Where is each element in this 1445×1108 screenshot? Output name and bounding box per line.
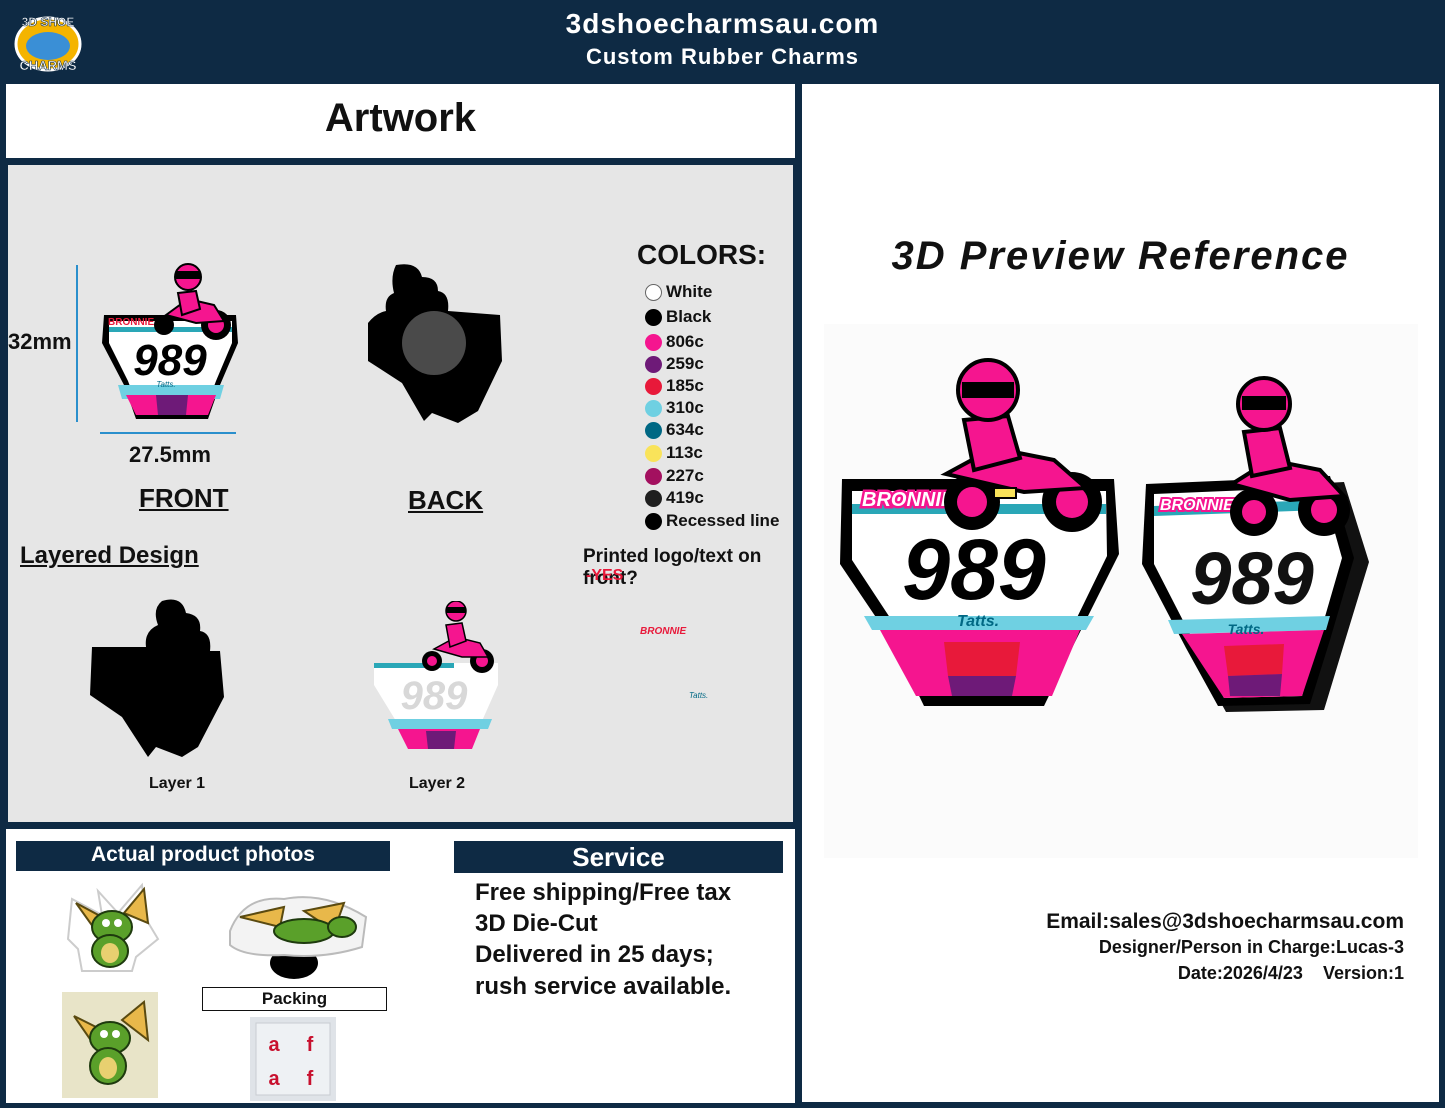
color-swatch xyxy=(645,421,662,439)
color-name: 634c xyxy=(666,420,704,439)
color-item: 227c xyxy=(645,465,704,487)
artwork-title: Artwork xyxy=(324,96,477,140)
color-name: 806c xyxy=(666,332,704,351)
preview-3d-image: BRONNIE 989 Tatts. BRONNIE 989 Tatts. xyxy=(824,324,1418,858)
logo-text-top: 3D SHOE xyxy=(22,15,75,29)
width-dimension-label: 27.5mm xyxy=(129,442,211,467)
color-item: White xyxy=(645,281,712,303)
site-title: 3dshoecharmsau.com xyxy=(565,8,880,39)
printed-sample-name: BRONNIE xyxy=(640,626,687,637)
photos-heading: Actual product photos xyxy=(16,841,390,871)
photo-dragon-packed xyxy=(62,992,158,1098)
preview-panel: 3D Preview Reference BRONNIE 989 Tatts. xyxy=(802,84,1439,1102)
date-info: Date:2026/4/23 xyxy=(1177,963,1303,983)
brand-logo: 3D SHOE CHARMS xyxy=(14,15,82,73)
header-bar xyxy=(0,0,1445,82)
color-item: Black xyxy=(645,306,711,328)
preview-front-sponsor: Tatts. xyxy=(957,613,999,630)
color-swatch xyxy=(645,333,662,351)
color-swatch xyxy=(645,512,662,530)
color-name: 113c xyxy=(666,443,703,462)
printed-question: Printed logo/text on front? xyxy=(583,546,762,589)
color-name: Black xyxy=(666,307,712,326)
service-line-3: Delivered in 25 days; xyxy=(475,941,714,968)
color-item: 806c xyxy=(645,331,704,353)
width-dimension-line xyxy=(100,432,236,434)
color-swatch xyxy=(645,489,662,507)
color-swatch xyxy=(645,308,662,326)
layer1-label: Layer 1 xyxy=(149,775,206,792)
artwork-panel: 32mm 27.5mm BRONNIE 989 Tatts. FRONT BAC… xyxy=(8,165,793,822)
site-subtitle: Custom Rubber Charms xyxy=(585,44,860,69)
preview-charm-front: BRONNIE 989 Tatts. xyxy=(840,358,1119,706)
service-heading: Service xyxy=(454,841,783,873)
color-name: 259c xyxy=(666,354,704,373)
front-charm-image: BRONNIE 989 Tatts. xyxy=(102,263,238,419)
layer1-image xyxy=(90,599,224,757)
svg-text:a: a xyxy=(268,1068,280,1090)
svg-text:f: f xyxy=(307,1068,314,1090)
rider-figure xyxy=(154,263,231,340)
front-charm-name: BRONNIE xyxy=(108,317,154,328)
logo-text-bottom: CHARMS xyxy=(19,58,76,73)
designer-info: Designer/Person in Charge:Lucas-3 xyxy=(1098,937,1404,957)
color-swatch xyxy=(645,377,662,395)
artwork-title-box: Artwork xyxy=(6,84,795,158)
layer2-number: 989 xyxy=(401,674,468,718)
printed-answer: -YES xyxy=(586,567,624,584)
service-line-1: Free shipping/Free tax xyxy=(475,879,732,906)
color-item: Recessed line xyxy=(645,510,779,532)
preview-front-number: 989 xyxy=(902,522,1046,618)
back-charm-image xyxy=(368,264,502,423)
color-item: 634c xyxy=(645,419,704,441)
preview-angle-sponsor: Tatts. xyxy=(1228,621,1265,637)
color-name: 310c xyxy=(666,398,704,417)
contact-email[interactable]: Email:sales@3dshoecharmsau.com xyxy=(1046,910,1404,933)
color-item: 113c xyxy=(645,442,703,464)
height-dimension-line xyxy=(76,265,78,422)
color-swatch xyxy=(645,444,662,462)
preview-title: 3D Preview Reference xyxy=(891,234,1350,278)
color-swatch xyxy=(645,355,662,373)
service-line-2: 3D Die-Cut xyxy=(475,910,598,937)
photo-dragon-angle xyxy=(229,896,368,979)
color-name: 419c xyxy=(666,488,704,507)
color-item: 185c xyxy=(645,375,704,397)
color-item: 419c xyxy=(645,487,704,509)
color-swatch xyxy=(645,467,662,485)
height-dimension-label: 32mm xyxy=(8,329,72,354)
front-label: FRONT xyxy=(139,483,229,513)
color-item: 259c xyxy=(645,353,704,375)
color-swatch xyxy=(645,399,662,417)
svg-text:f: f xyxy=(307,1034,314,1056)
layer2-label: Layer 2 xyxy=(409,775,466,792)
packing-label: Packing xyxy=(202,987,387,1011)
photo-dragon-front xyxy=(66,882,160,972)
color-name: 227c xyxy=(666,466,704,485)
photo-packing-bag: a f a f xyxy=(250,1017,336,1101)
color-name: White xyxy=(666,282,713,301)
service-line-4: rush service available. xyxy=(475,973,732,1000)
preview-angle-name: BRONNIE xyxy=(1160,497,1235,514)
preview-charm-angle: BRONNIE 989 Tatts. xyxy=(1142,376,1369,712)
layered-design-label: Layered Design xyxy=(20,542,199,569)
colors-heading: COLORS: xyxy=(637,239,767,270)
printed-sample-sponsor: Tatts. xyxy=(689,691,709,700)
bottom-panel: Actual product photos Packing a f a f Se… xyxy=(6,829,795,1103)
preview-front-name: BRONNIE xyxy=(862,489,955,511)
color-swatch xyxy=(645,283,662,301)
color-name: 185c xyxy=(666,376,704,395)
preview-angle-number: 989 xyxy=(1190,537,1313,620)
front-charm-sponsor: Tatts. xyxy=(156,380,175,389)
version-info: Version:1 xyxy=(1322,963,1404,983)
color-item: 310c xyxy=(645,397,704,419)
color-name: Recessed line xyxy=(666,511,780,530)
date-version-info: Date:2026/4/23 Version:1 xyxy=(1178,963,1404,984)
layer2-image: 989 xyxy=(374,601,498,749)
svg-text:a: a xyxy=(268,1034,280,1056)
back-label: BACK xyxy=(408,485,484,515)
front-charm-number: 989 xyxy=(133,336,207,385)
